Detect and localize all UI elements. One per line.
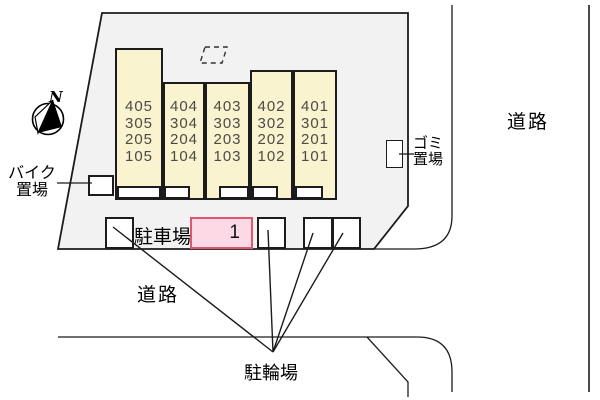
bicycle-parking-label: 駐輪場 bbox=[244, 363, 298, 383]
road-label-bottom: 道路 bbox=[137, 285, 180, 306]
unit-number: 305 bbox=[124, 114, 154, 132]
entrance-porch bbox=[117, 186, 161, 199]
unit-number: 203 bbox=[213, 131, 242, 148]
bicycle-parking-space bbox=[303, 217, 333, 249]
road-edge-bottom bbox=[58, 336, 453, 392]
unit-number: 202 bbox=[257, 131, 286, 148]
unit-number-stack: 401 301 201 101 bbox=[295, 98, 335, 165]
unit-number: 401 bbox=[300, 98, 330, 115]
road-curb-right bbox=[372, 5, 453, 250]
unit-number-stack: 404 304 204 104 bbox=[165, 98, 203, 165]
bike-storage-label: バイク 置場 bbox=[8, 165, 56, 199]
unit-number: 201 bbox=[300, 131, 330, 148]
unit-number: 101 bbox=[300, 147, 330, 165]
bicycle-parking-space bbox=[105, 217, 134, 249]
unit-number: 105 bbox=[124, 147, 154, 165]
unit-number-stack: 403 303 203 103 bbox=[207, 98, 248, 165]
building-column-1: 401 301 201 101 bbox=[293, 70, 337, 200]
unit-number: 303 bbox=[213, 114, 242, 132]
bicycle-parking-space bbox=[257, 217, 286, 249]
unit-number: 302 bbox=[257, 114, 286, 132]
building-column-3: 403 303 203 103 bbox=[205, 82, 250, 200]
dashed-outline-square bbox=[199, 46, 228, 64]
unit-number: 304 bbox=[169, 114, 199, 132]
unit-number: 104 bbox=[169, 147, 199, 165]
building-column-4: 404 304 204 104 bbox=[163, 82, 205, 200]
unit-number-stack: 402 302 202 102 bbox=[252, 98, 291, 165]
unit-number: 204 bbox=[169, 131, 199, 148]
bike-storage-area bbox=[88, 175, 114, 196]
garbage-label: ゴミ 置場 bbox=[413, 135, 444, 168]
unit-number-stack: 405 305 205 105 bbox=[117, 98, 161, 165]
building-column-5: 405 305 205 105 bbox=[115, 48, 163, 200]
unit-number: 102 bbox=[257, 147, 286, 165]
garbage-area bbox=[386, 140, 403, 168]
car-parking-label: 駐車場 bbox=[134, 227, 192, 248]
entrance-porch bbox=[295, 186, 323, 199]
entrance-porch bbox=[164, 186, 190, 199]
compass-north-label: N bbox=[49, 88, 63, 106]
road-corner-chamfer bbox=[366, 336, 409, 397]
unit-number: 103 bbox=[213, 147, 242, 165]
entrance-porch bbox=[219, 186, 249, 199]
unit-number: 402 bbox=[257, 98, 286, 115]
highlighted-parking-space: 1 bbox=[190, 217, 253, 249]
entrance-porch bbox=[252, 186, 278, 199]
unit-number: 301 bbox=[300, 114, 330, 132]
building-column-2: 402 302 202 102 bbox=[250, 70, 293, 200]
road-label-right: 道路 bbox=[507, 112, 550, 133]
unit-number: 405 bbox=[124, 98, 154, 115]
unit-number: 403 bbox=[213, 98, 242, 115]
bicycle-parking-space bbox=[332, 217, 361, 249]
unit-number: 404 bbox=[169, 98, 199, 115]
compass-icon bbox=[31, 99, 65, 136]
unit-number: 205 bbox=[124, 131, 154, 148]
